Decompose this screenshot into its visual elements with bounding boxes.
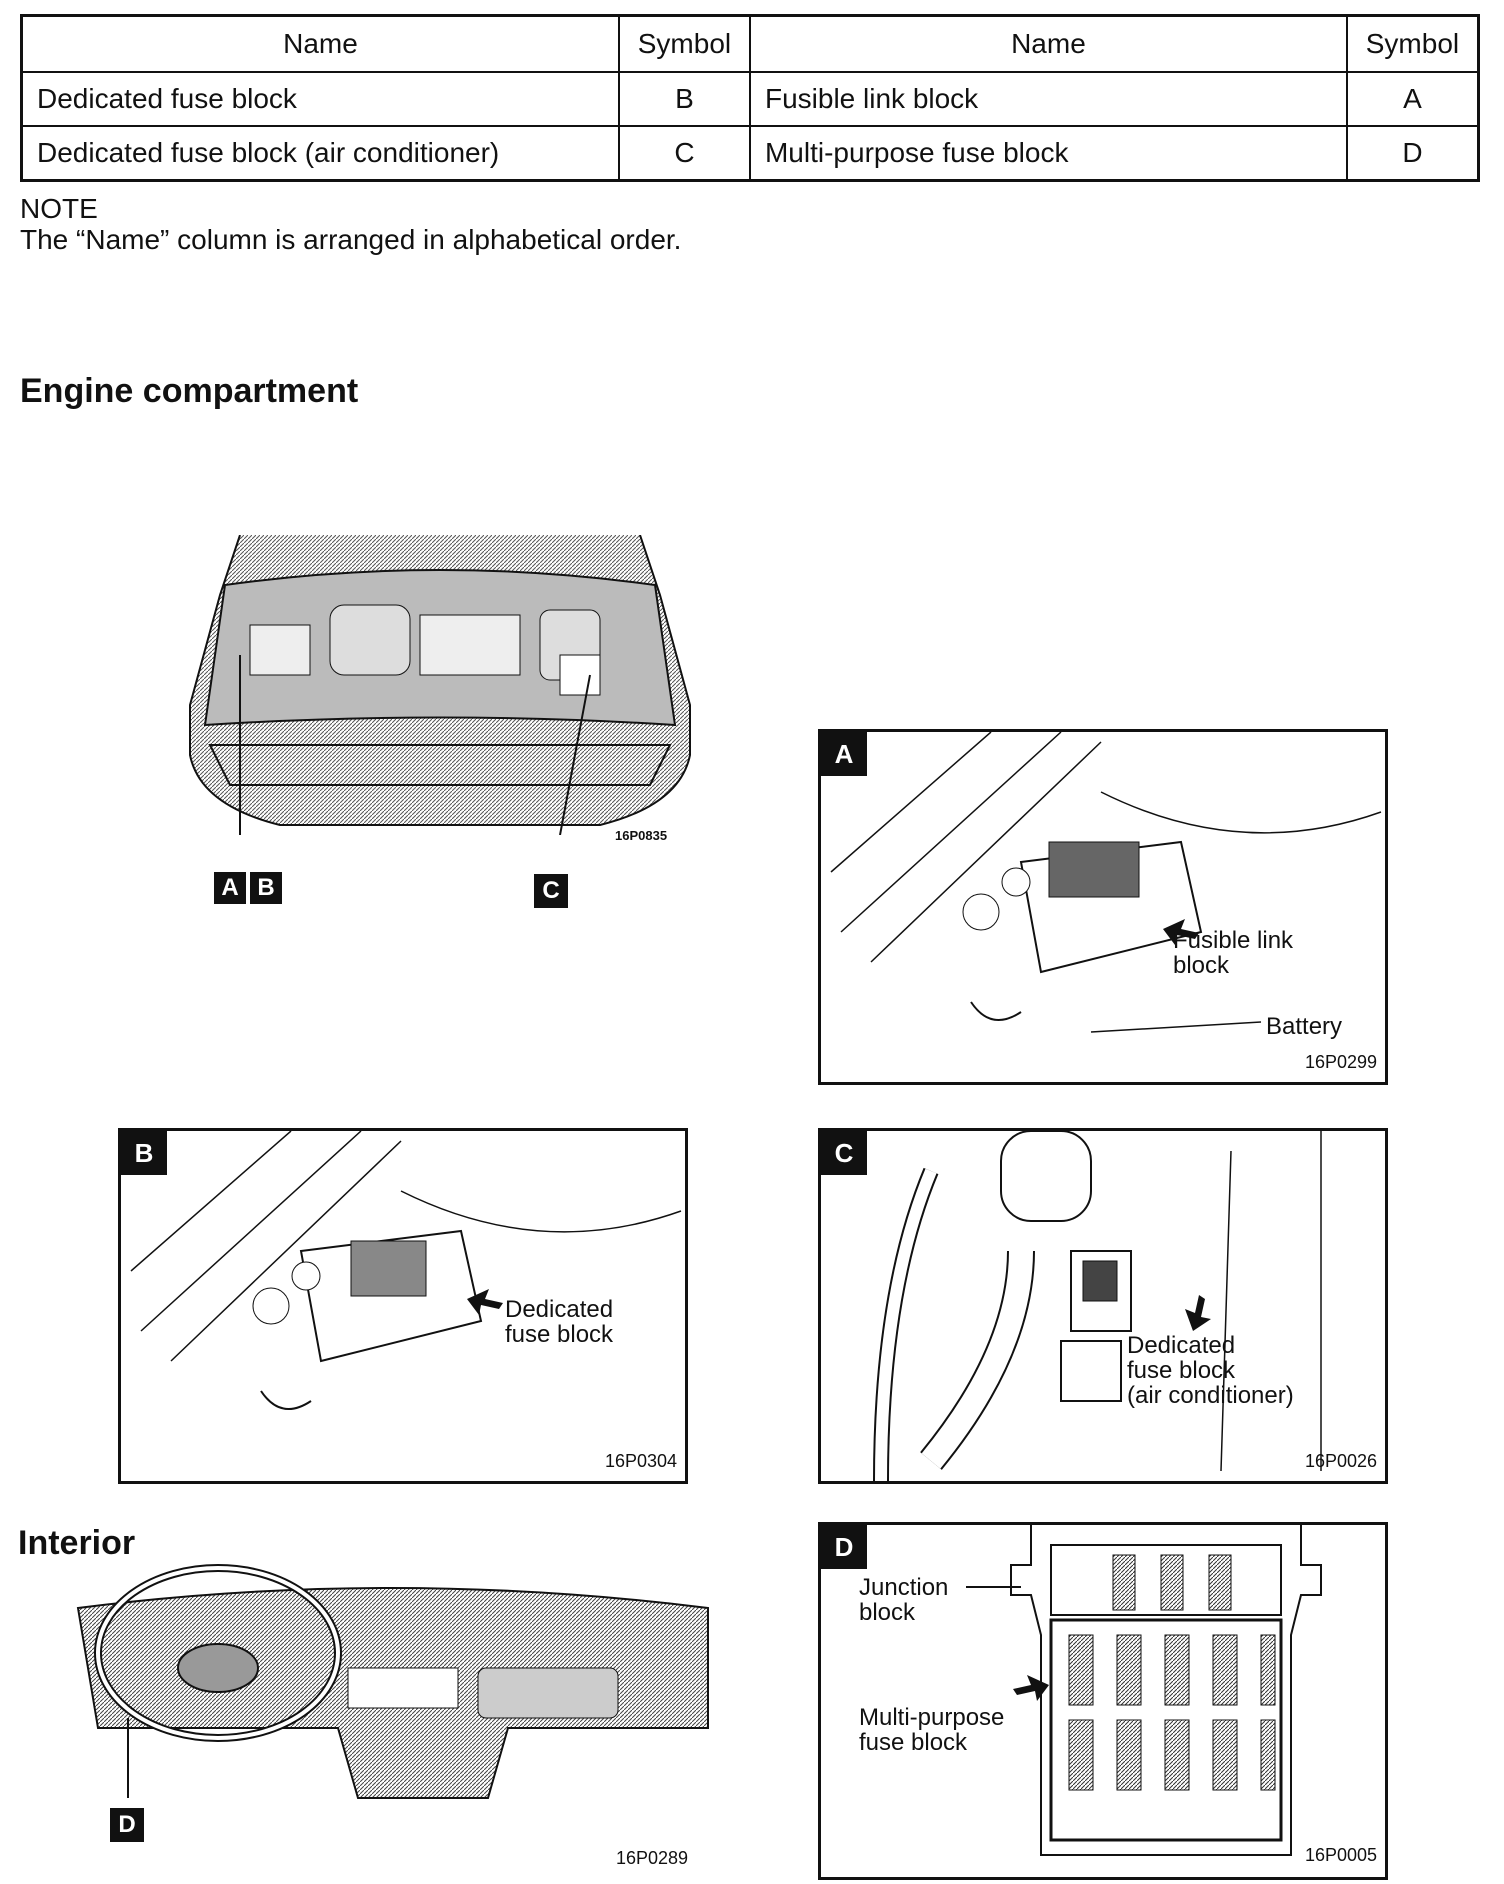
panel-d: D Junction block Multi-purpose fuse bloc… bbox=[818, 1522, 1388, 1880]
car-front-drawing bbox=[189, 535, 691, 835]
panel-tag: C bbox=[821, 1131, 867, 1175]
table-cell: C bbox=[617, 125, 751, 182]
label-block: block bbox=[1173, 952, 1230, 979]
col-header-symbol-1: Symbol bbox=[617, 14, 751, 73]
engine-overview-illustration: 16P0835 bbox=[180, 535, 700, 843]
table-cell: Multi-purpose fuse block bbox=[748, 125, 1348, 182]
panel-tag: B bbox=[121, 1131, 167, 1175]
table-row: Dedicated fuse block (air conditioner) C… bbox=[20, 125, 1480, 182]
table-row: Dedicated fuse block B Fusible link bloc… bbox=[20, 71, 1480, 127]
panel-c: C Dedicated fuse block (air conditioner)… bbox=[818, 1128, 1388, 1484]
interior-heading: Interior bbox=[18, 1524, 136, 1562]
note-title: NOTE bbox=[20, 193, 98, 224]
figure-code: 16P0304 bbox=[605, 1451, 678, 1471]
label-fuse-block: fuse block bbox=[1127, 1357, 1236, 1384]
col-header-symbol-2: Symbol bbox=[1345, 14, 1480, 73]
label-dedicated: Dedicated bbox=[1127, 1332, 1236, 1359]
col-header-name-1: Name bbox=[20, 14, 620, 73]
fuse-location-table: Name Symbol Name Symbol Dedicated fuse b… bbox=[20, 14, 1480, 182]
panel-b: B Dedicated fuse block 16P0304 bbox=[118, 1128, 688, 1484]
table-cell: A bbox=[1345, 71, 1480, 127]
label-multi-purpose: Multi-purpose bbox=[859, 1704, 1005, 1731]
engine-compartment-heading: Engine compartment bbox=[20, 372, 359, 410]
label-fuse-block: fuse block bbox=[859, 1729, 968, 1756]
table-cell: Fusible link block bbox=[748, 71, 1348, 127]
dedicated-fuse-drawing bbox=[130, 1131, 682, 1410]
dashboard-illustration bbox=[68, 1558, 718, 1878]
dashboard-drawing bbox=[76, 1564, 709, 1799]
note-block: NOTE The “Name” column is arranged in al… bbox=[20, 193, 681, 255]
ac-fuse-drawing bbox=[873, 1131, 1322, 1481]
label-fusible-link: Fusible link bbox=[1173, 927, 1294, 954]
label-air-conditioner: (air conditioner) bbox=[1127, 1382, 1294, 1409]
figure-code: 16P0835 bbox=[615, 828, 668, 843]
table-cell: D bbox=[1345, 125, 1480, 182]
label-fuse-block: fuse block bbox=[505, 1321, 614, 1348]
col-header-name-2: Name bbox=[748, 14, 1348, 73]
label-junction: Junction bbox=[859, 1574, 949, 1601]
panel-a: A Fusible link block Battery 16P0299 bbox=[818, 729, 1388, 1085]
callout-d: D bbox=[110, 1808, 144, 1842]
note-text: The “Name” column is arranged in alphabe… bbox=[20, 224, 682, 255]
table-header-row: Name Symbol Name Symbol bbox=[20, 14, 1480, 73]
table-cell: B bbox=[617, 71, 751, 127]
table-cell: Dedicated fuse block bbox=[20, 71, 620, 127]
figure-code: 16P0289 bbox=[616, 1848, 689, 1868]
label-dedicated: Dedicated bbox=[505, 1296, 614, 1323]
panel-tag: D bbox=[821, 1525, 867, 1569]
panel-tag: A bbox=[821, 732, 867, 776]
callout-b: B bbox=[250, 872, 282, 904]
label-block: block bbox=[859, 1599, 916, 1626]
callout-c: C bbox=[534, 874, 568, 908]
fusible-link-drawing bbox=[830, 732, 1382, 1033]
table-cell: Dedicated fuse block (air conditioner) bbox=[20, 125, 620, 182]
fuse-block-drawing bbox=[966, 1525, 1322, 1856]
figure-code: 16P0299 bbox=[1305, 1052, 1378, 1072]
callout-a: A bbox=[214, 872, 246, 904]
label-battery: Battery bbox=[1266, 1013, 1343, 1040]
figure-code: 16P0005 bbox=[1305, 1845, 1378, 1865]
figure-code: 16P0026 bbox=[1305, 1451, 1378, 1471]
